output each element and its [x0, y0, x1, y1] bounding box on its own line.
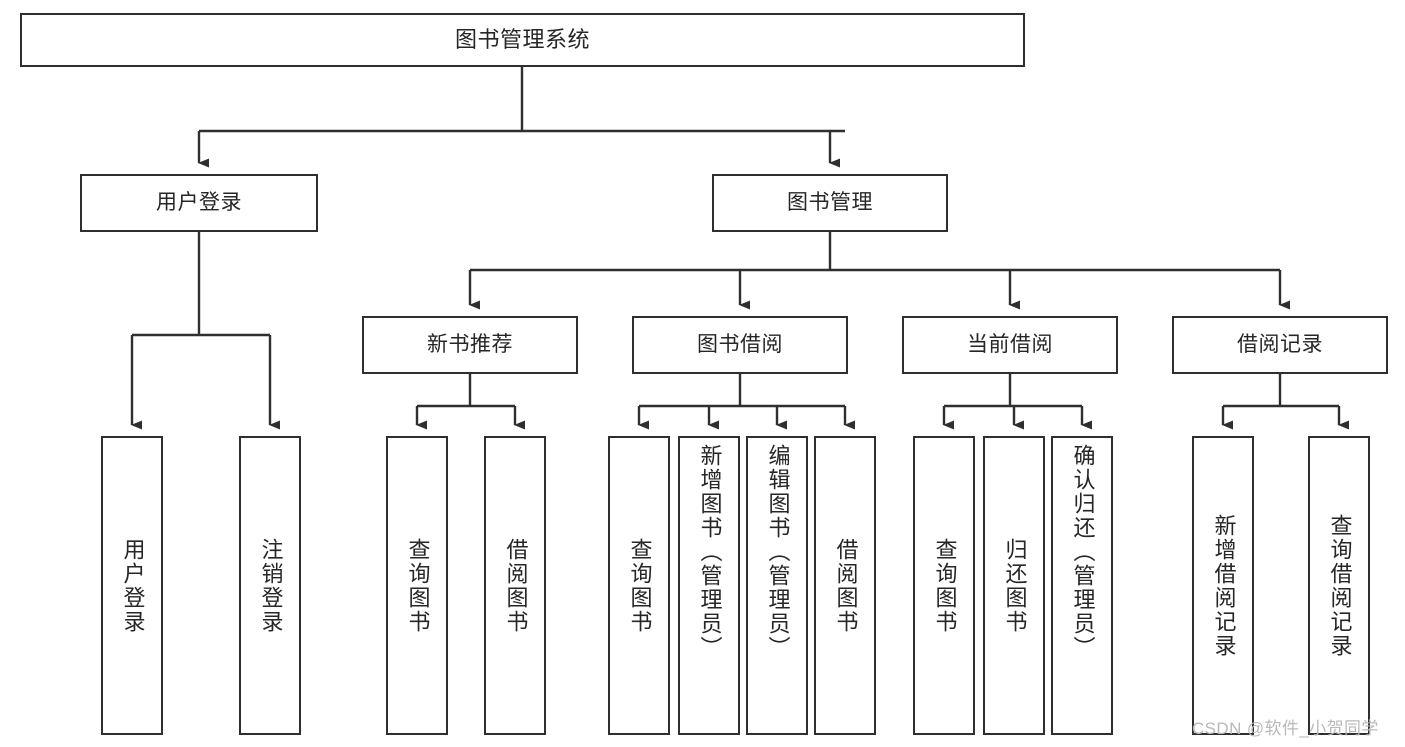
node-leaf-return-book[interactable]: 归还图书	[983, 436, 1045, 735]
node-borrow-record[interactable]: 借阅记录	[1172, 316, 1388, 374]
node-leaf-query-book-borrow-label: 查询图书	[627, 537, 653, 634]
node-book-borrow-label: 图书借阅	[697, 332, 783, 356]
node-book-manage[interactable]: 图书管理	[712, 174, 948, 232]
node-leaf-edit-book[interactable]: 编辑图书（管理员）	[746, 436, 808, 735]
node-current-borrow-label: 当前借阅	[967, 332, 1053, 356]
node-leaf-borrow-book-label: 借阅图书	[833, 537, 859, 634]
node-root[interactable]: 图书管理系统	[20, 13, 1025, 67]
node-current-borrow[interactable]: 当前借阅	[902, 316, 1118, 374]
node-leaf-add-borrow-record-label: 新增借阅记录	[1211, 513, 1237, 658]
node-leaf-query-book-current[interactable]: 查询图书	[913, 436, 975, 735]
node-leaf-return-book-label: 归还图书	[1002, 537, 1028, 634]
node-user-login[interactable]: 用户登录	[80, 174, 318, 232]
node-leaf-logout-login-label: 注销登录	[258, 537, 284, 634]
node-user-login-label: 用户登录	[156, 190, 242, 214]
node-leaf-confirm-return[interactable]: 确认归还（管理员）	[1051, 436, 1113, 735]
node-borrow-record-label: 借阅记录	[1237, 332, 1323, 356]
node-leaf-query-borrow-record[interactable]: 查询借阅记录	[1308, 436, 1370, 735]
node-leaf-borrow-book-recommend-label: 借阅图书	[503, 537, 529, 634]
node-book-borrow[interactable]: 图书借阅	[632, 316, 848, 374]
node-leaf-user-login[interactable]: 用户登录	[101, 436, 163, 735]
node-book-manage-label: 图书管理	[787, 190, 873, 214]
watermark-text: CSDN @软件_小贺同学	[1192, 719, 1379, 738]
node-leaf-user-login-label: 用户登录	[120, 537, 146, 634]
node-root-label: 图书管理系统	[454, 26, 590, 52]
node-leaf-query-book-recommend[interactable]: 查询图书	[386, 436, 448, 735]
node-leaf-confirm-return-label: 确认归还（管理员）	[1070, 444, 1096, 660]
node-leaf-borrow-book[interactable]: 借阅图书	[814, 436, 876, 735]
node-leaf-logout-login[interactable]: 注销登录	[239, 436, 301, 735]
node-leaf-query-book-current-label: 查询图书	[932, 537, 958, 634]
node-new-book-recommend[interactable]: 新书推荐	[362, 316, 578, 374]
node-leaf-add-borrow-record[interactable]: 新增借阅记录	[1192, 436, 1254, 735]
node-leaf-borrow-book-recommend[interactable]: 借阅图书	[484, 436, 546, 735]
node-new-book-recommend-label: 新书推荐	[427, 332, 513, 356]
node-leaf-query-book-borrow[interactable]: 查询图书	[608, 436, 670, 735]
node-leaf-edit-book-label: 编辑图书（管理员）	[765, 444, 791, 660]
node-leaf-query-borrow-record-label: 查询借阅记录	[1327, 513, 1353, 658]
node-leaf-add-book[interactable]: 新增图书（管理员）	[678, 436, 740, 735]
node-leaf-add-book-label: 新增图书（管理员）	[697, 444, 723, 660]
node-leaf-query-book-recommend-label: 查询图书	[405, 537, 431, 634]
